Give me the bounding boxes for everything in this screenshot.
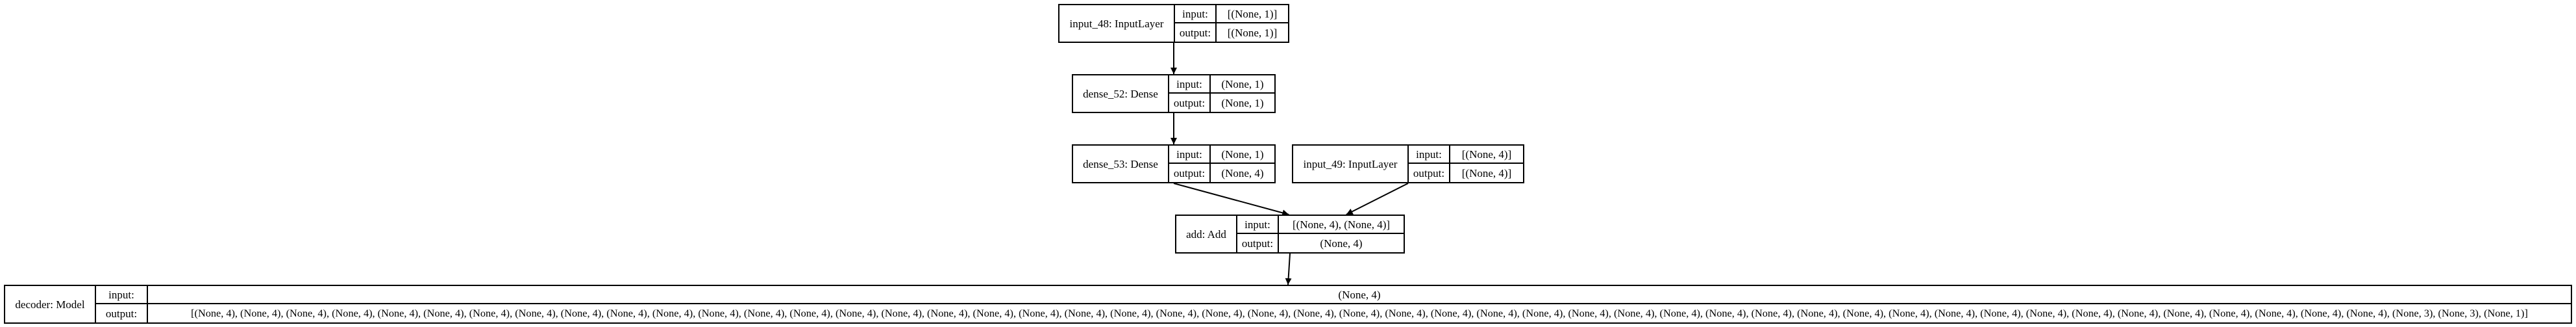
input-shape: (None, 4) [148, 286, 2571, 304]
layer-name: dense_53: Dense [1073, 146, 1169, 182]
output-shape: (None, 1) [1221, 96, 1264, 109]
input-label: input: [1409, 146, 1450, 164]
layer-name: decoder: Model [5, 286, 96, 322]
input-label: input: [1169, 75, 1211, 94]
edge-add-to-decoder [1285, 253, 1292, 285]
input-label: input: [1169, 146, 1211, 164]
output-shape: [(None, 4), (None, 4), (None, 4), (None,… [191, 306, 2528, 319]
output-shape: (None, 4) [1320, 237, 1363, 250]
output-shape: [(None, 1)] [1227, 26, 1278, 39]
output-shape: [(None, 4)] [1461, 166, 1512, 179]
layer-node-input_48: input_48: InputLayer input: [(None, 1)] … [1058, 4, 1289, 43]
output-label: output: [1169, 94, 1211, 112]
layer-node-dense_53: dense_53: Dense input: (None, 1) output:… [1072, 144, 1276, 183]
output-label: output: [1409, 164, 1450, 182]
input-shape: (None, 1) [1211, 75, 1274, 94]
input-label: input: [1175, 5, 1217, 23]
layer-node-dense_52: dense_52: Dense input: (None, 1) output:… [1072, 74, 1276, 113]
edge-dense_53-to-add [1173, 183, 1289, 216]
layer-node-decoder: decoder: Model input: (None, 4) output: … [4, 285, 2572, 324]
output-label: output: [1237, 234, 1279, 252]
layer-name: input_49: InputLayer [1293, 146, 1409, 182]
input-label: input: [96, 286, 148, 304]
input-shape: [(None, 4)] [1450, 146, 1523, 164]
output-label: output: [1169, 164, 1211, 182]
layer-node-input_49: input_49: InputLayer input: [(None, 4)] … [1292, 144, 1524, 183]
edge-input_49-to-add [1346, 183, 1409, 215]
output-shape: (None, 4) [1221, 166, 1264, 179]
input-shape: [(None, 1)] [1217, 5, 1288, 23]
layer-name: dense_52: Dense [1073, 75, 1169, 112]
output-label: output: [96, 304, 148, 322]
input-shape: (None, 1) [1211, 146, 1274, 164]
layer-name: add: Add [1176, 216, 1237, 252]
input-label: input: [1237, 216, 1279, 234]
input-shape: [(None, 4), (None, 4)] [1279, 216, 1404, 234]
layer-node-add: add: Add input: [(None, 4), (None, 4)] o… [1175, 215, 1405, 254]
output-label: output: [1175, 23, 1217, 42]
layer-name: input_48: InputLayer [1059, 5, 1175, 42]
